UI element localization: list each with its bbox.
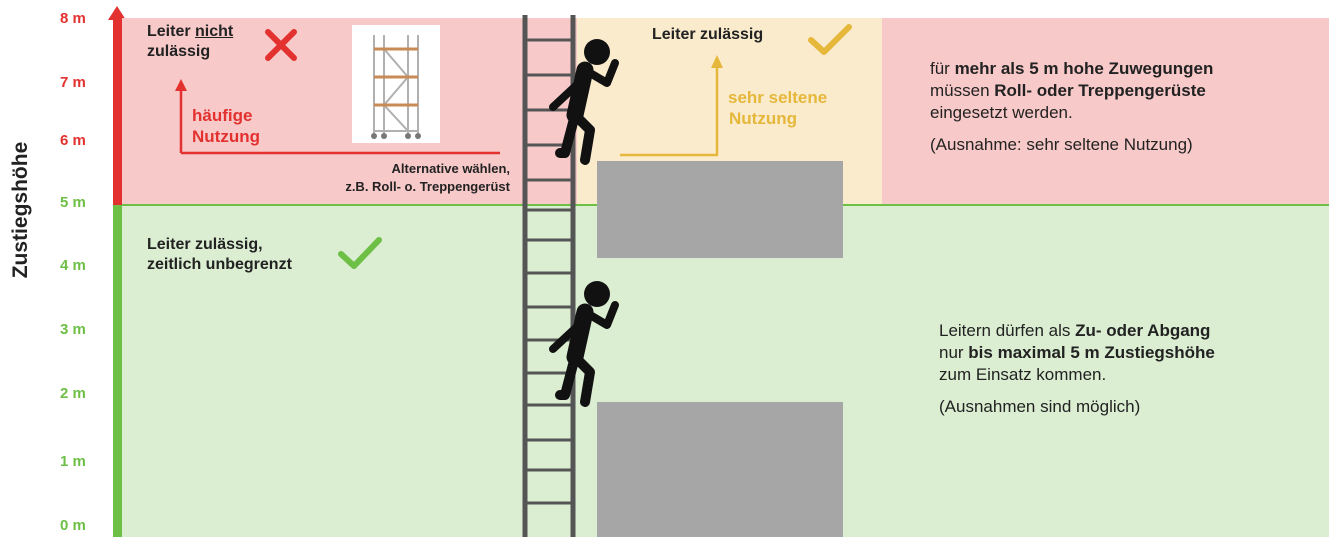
tick-3m: 3 m [60,321,86,338]
cross-icon [265,29,297,61]
rare-use-label: sehr seltene Nutzung [728,88,828,128]
axis-title: Zustiegshöhe [9,141,32,279]
zone-not-allowed [122,18,577,205]
climber-lower-icon [549,281,619,407]
info-bottom-text: Leitern dürfen als Zu- oder Abgang nur b… [939,321,1215,416]
tick-4m: 4 m [60,257,86,274]
check-green-icon [338,237,382,269]
check-gold-icon [808,24,852,55]
tick-5m: 5 m [60,194,86,211]
not-allowed-label: Leiter nicht zulässig [147,23,234,60]
axis-arrow-head [108,6,126,20]
info-top-text: für mehr als 5 m hohe Zuwegungen müssen … [930,59,1214,154]
tick-8m: 8 m [60,10,86,27]
axis-bar-red [113,18,122,205]
ladder [522,15,576,537]
axis-bar-green [113,205,122,537]
frequent-use-label: häufige Nutzung [192,106,260,146]
alternative-label: Alternative wählen, z.B. Roll- o. Treppe… [345,161,510,194]
scaffold-image [352,25,440,143]
zone-info-top [882,18,1329,205]
climber-upper-icon [549,39,619,165]
lower-platform [597,402,843,537]
tick-6m: 6 m [60,132,86,149]
rare-allowed-label: Leiter zulässig [652,26,764,43]
tick-1m: 1 m [60,453,86,470]
upper-platform [597,161,843,258]
tick-0m: 0 m [60,517,86,534]
frequent-use-arrow [175,79,500,155]
tick-7m: 7 m [60,74,86,91]
allowed-label: Leiter zulässig, zeitlich unbegrenzt [147,236,292,273]
tick-2m: 2 m [60,385,86,402]
rare-use-arrow [620,55,723,157]
